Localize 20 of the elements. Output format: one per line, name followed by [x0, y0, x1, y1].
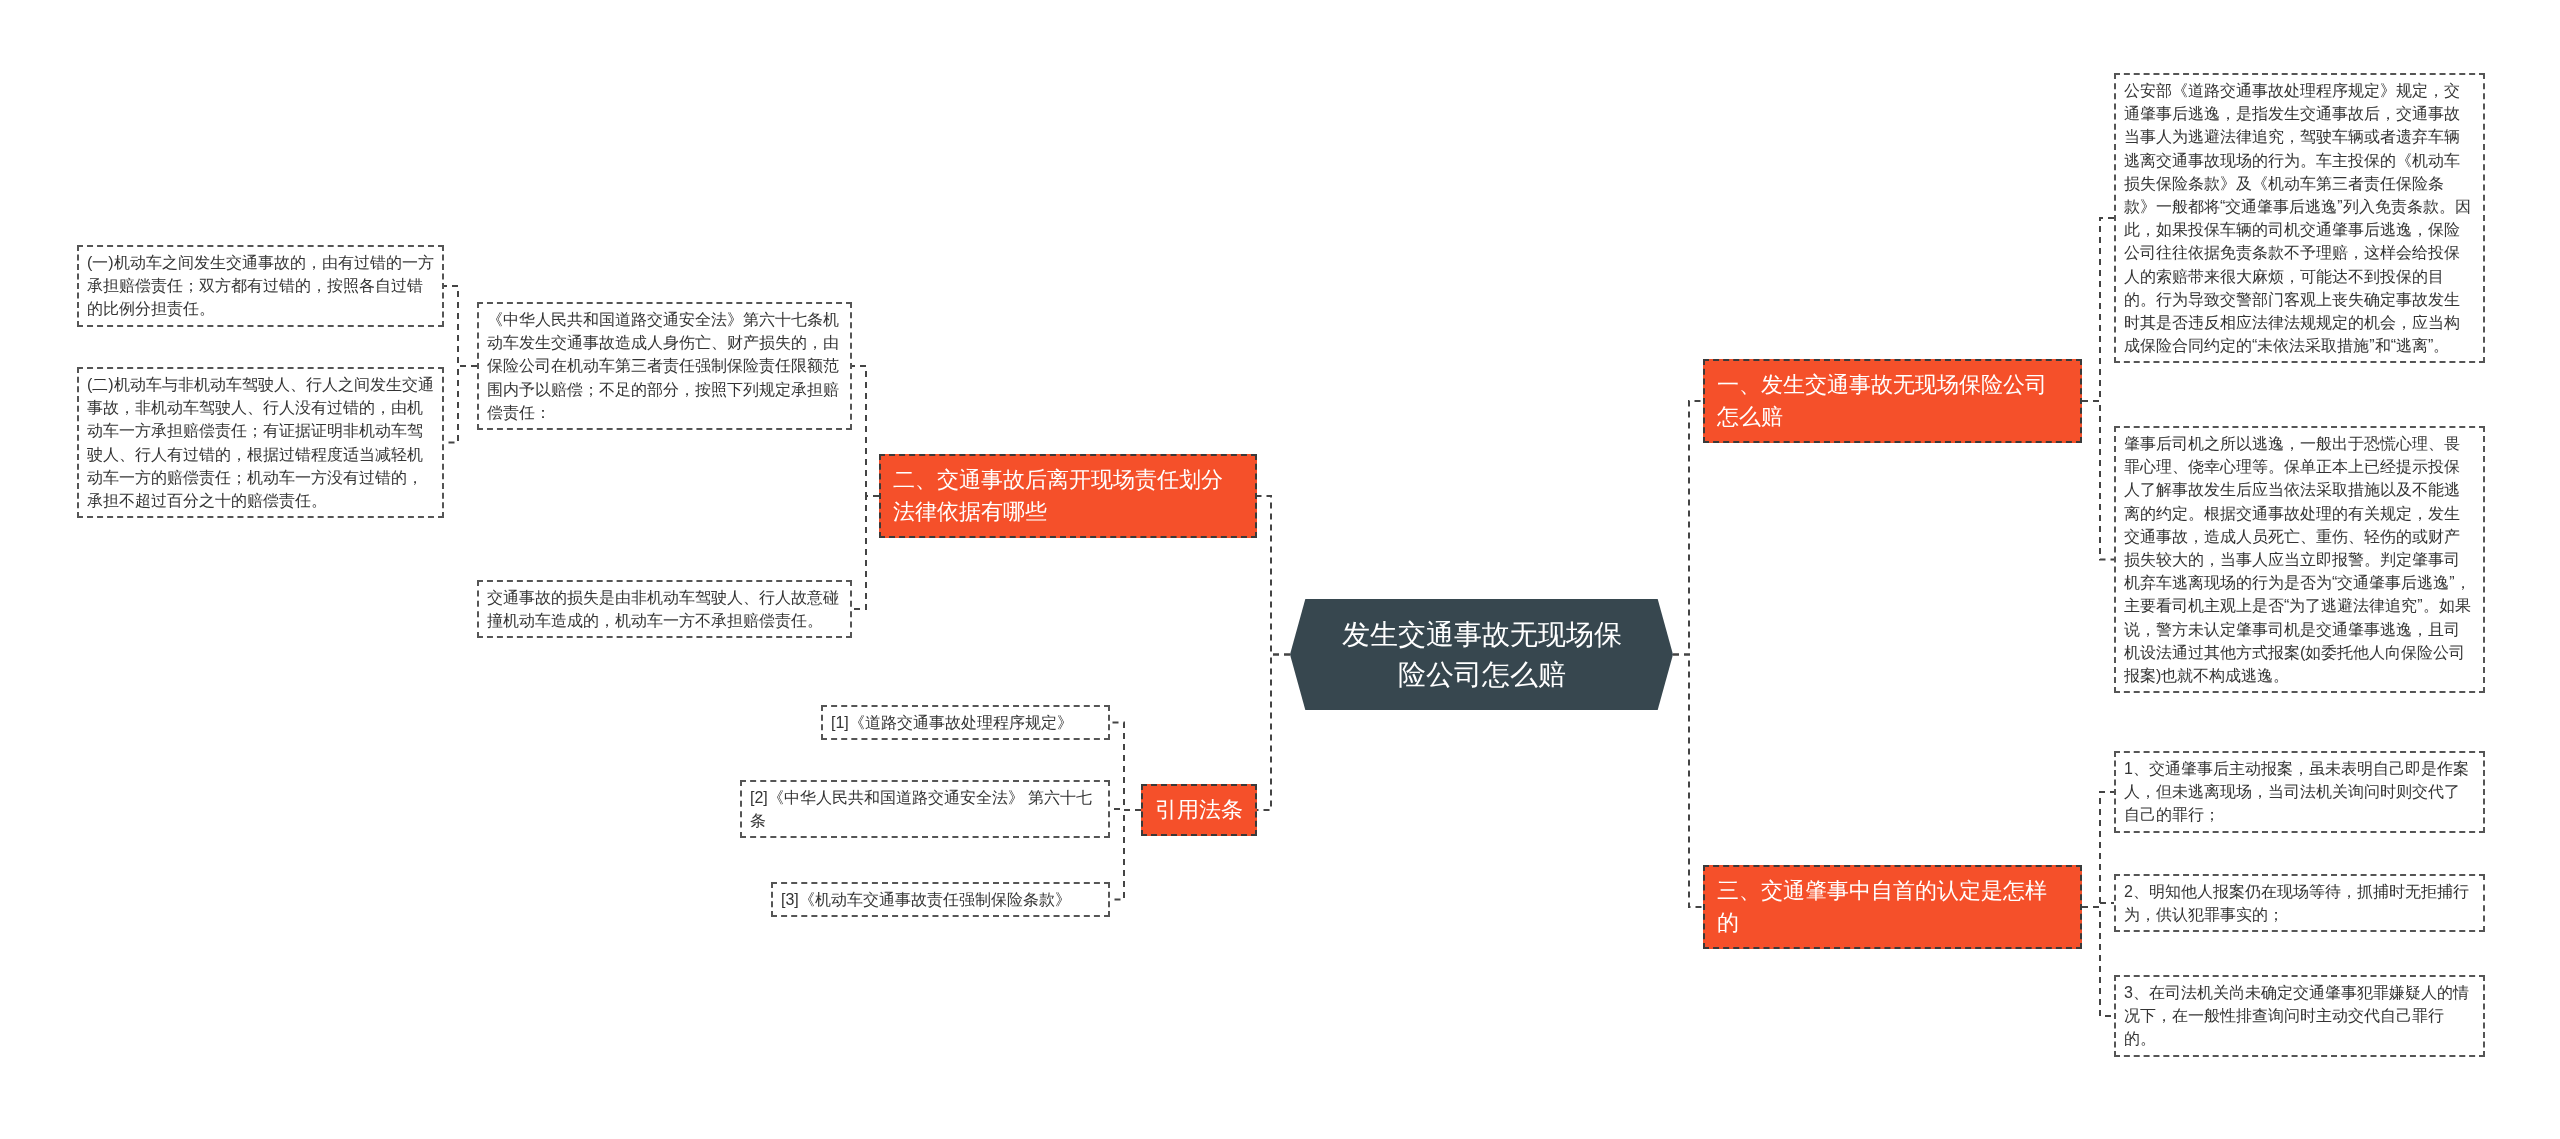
branch-box: 引用法条: [1141, 784, 1257, 836]
note-box: [1]《道路交通事故处理程序规定》: [821, 705, 1110, 741]
topic-hexagon: 发生交通事故无现场保险公司怎么赔: [1290, 599, 1673, 710]
branch-box: 三、交通肇事中自首的认定是怎样的: [1703, 865, 2082, 949]
note-box: 肇事后司机之所以逃逸，一般出于恐慌心理、畏罪心理、侥幸心理等。保单正本上已经提示投保人了解事故发生后应当依法采取措施以及不能逃离的约定。根据交通事故处理的有关规定，发生交通事故，造成人员死亡、重伤、轻伤的或财产损失较大的，当事人应当立即报警。判定肇事司机弃车逃离现场的行为是否为“交通肇事后逃逸”，主要看司机主观上是否“为了逃避法律追究”。如果说，警方未认定肇事司机是交通肇事逃逸，且司机设法通过其他方式报案(如委托他人向保险公司报案)也就不构成逃逸。: [2114, 426, 2485, 694]
note-box: 1、交通肇事后主动报案，虽未表明自己即是作案人，但未逃离现场，当司法机关询问时则交代了自己的罪行；: [2114, 751, 2485, 833]
connector-line: [1672, 653, 1704, 908]
note-box: 交通事故的损失是由非机动车驾驶人、行人故意碰撞机动车造成的，机动车一方不承担赔偿责任。: [477, 580, 852, 639]
note-box: 《中华人民共和国道路交通安全法》第六十七条机动车发生交通事故造成人身伤亡、财产损失的，由保险公司在机动车第三者责任强制保险责任限额范围内予以赔偿；不足的部分，按照下列规定承担赔偿责任：: [477, 302, 852, 430]
note-box: 公安部《道路交通事故处理程序规定》规定，交通肇事后逃逸，是指发生交通事故后，交通事故当事人为逃避法律追究，驾驶车辆或者遗弃车辆逃离交通事故现场的行为。车主投保的《机动车损失保险条款》及《机动车第三者责任保险条款》一般都将“交通肇事后逃逸”列入免责条款。因此，如果投保车辆的司机交通肇事后逃逸，保险公司往往依据免责条款不予理赔，这样会给投保人的索赔带来很大麻烦，可能达不到投保的目的。行为导致交警部门客观上丧失确定事故发生时其是否违反相应法律法规规定的机会，应当构成保险合同约定的“未依法采取措施”和“逃离”。: [2114, 73, 2485, 364]
note-box: 2、明知他人报案仍在现场等待，抓捕时无拒捕行为，供认犯罪事实的；: [2114, 874, 2485, 933]
note-box: 3、在司法机关尚未确定交通肇事犯罪嫌疑人的情况下，在一般性排查询问时主动交代自己罪行的。: [2114, 975, 2485, 1057]
note-box: (一)机动车之间发生交通事故的，由有过错的一方承担赔偿责任；双方都有过错的，按照各自过错的比例分担责任。: [77, 245, 444, 327]
connector-line: [851, 495, 880, 610]
note-box: (二)机动车与非机动车驾驶人、行人之间发生交通事故，非机动车驾驶人、行人没有过错的，由机动车一方承担赔偿责任；有证据证明非机动车驾驶人、行人有过错的，根据过错程度适当减轻机动车一方的赔偿责任；机动车一方没有过错的，承担不超过百分之十的赔偿责任。: [77, 367, 444, 519]
connector-line: [2081, 400, 2115, 561]
branch-box: 一、发生交通事故无现场保险公司怎么赔: [1703, 359, 2082, 443]
note-box: [2]《中华人民共和国道路交通安全法》 第六十七条: [740, 780, 1110, 839]
note-box: [3]《机动车交通事故责任强制保险条款》: [771, 882, 1110, 918]
branch-box: 二、交通事故后离开现场责任划分法律依据有哪些: [879, 454, 1257, 538]
